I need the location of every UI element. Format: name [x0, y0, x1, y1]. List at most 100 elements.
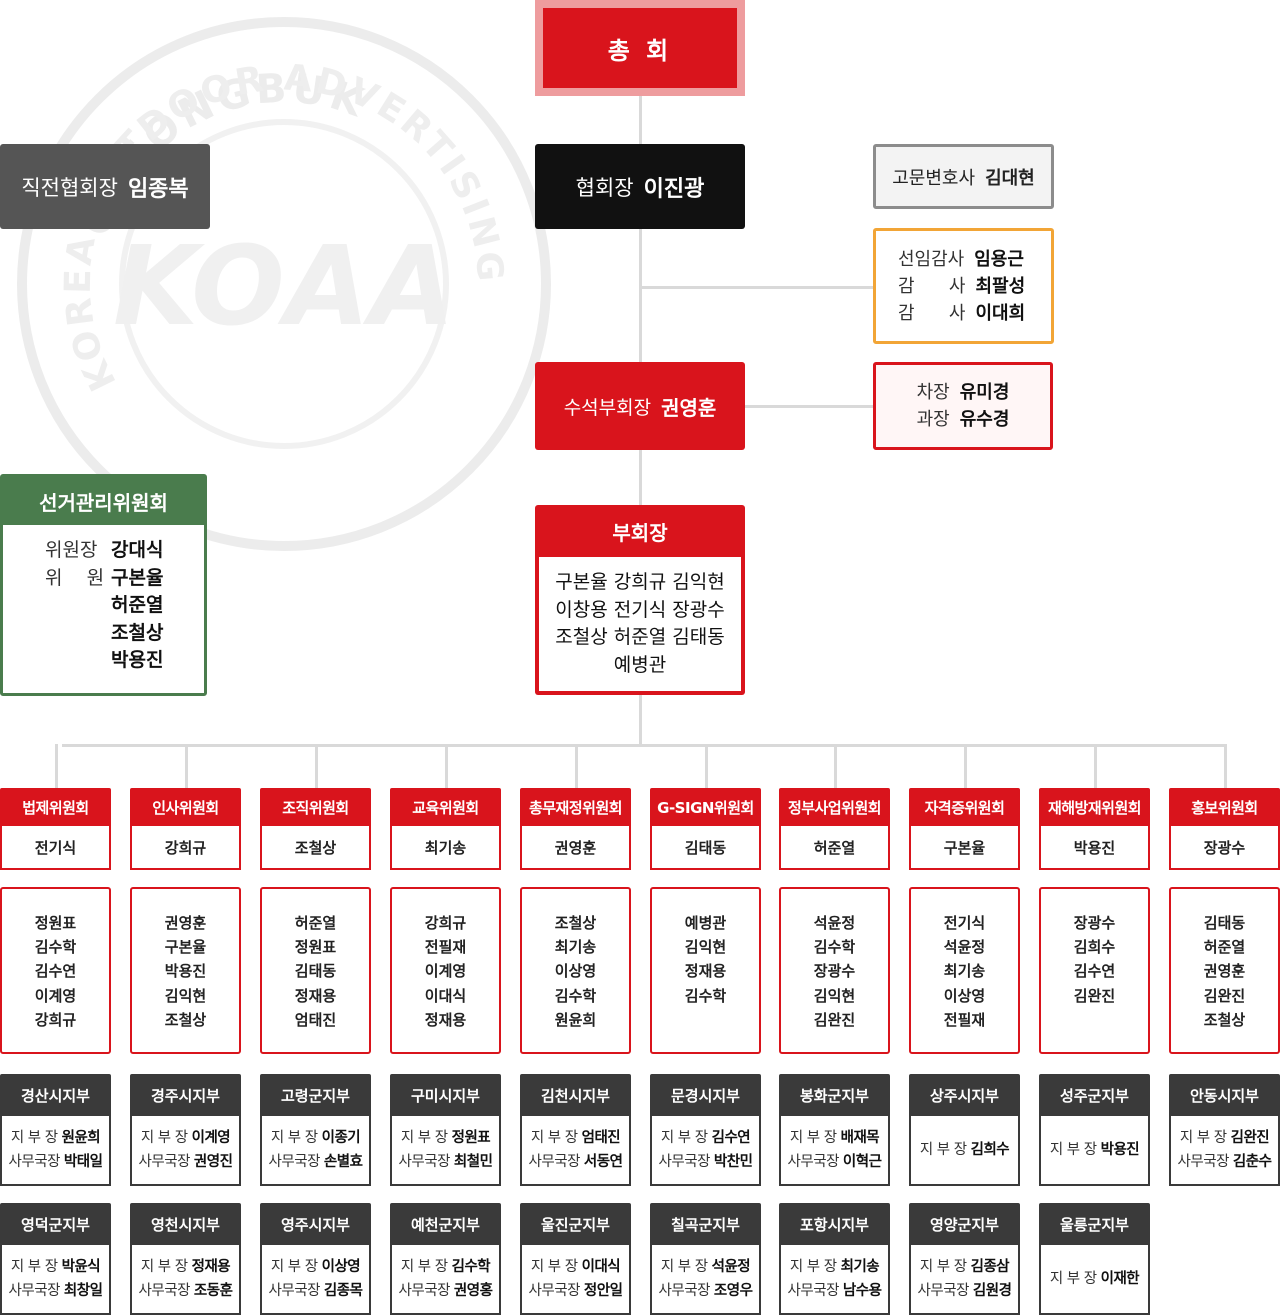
senior-vice-president-role: 수석부회장: [563, 396, 652, 419]
branch-head-name: 김종삼: [970, 1259, 1010, 1275]
branch-secretary-name: 남수용: [842, 1283, 882, 1299]
general-assembly-label: 총 회: [543, 8, 737, 88]
committee-member: 최기송: [554, 938, 597, 957]
committee-member: 허준열: [1203, 938, 1246, 957]
staff-role: 과장: [916, 409, 950, 430]
former-president-box: 직전협회장 임종복: [0, 144, 210, 229]
vice-presidents-list: 구본율 강희규 김익현 이창용 전기식 장광수 조철상 허준열 김태동 예병관: [539, 557, 741, 691]
committee-chair: 박용진: [1039, 826, 1150, 870]
auditor-row: 감 사 이대희: [898, 300, 1051, 327]
branch-secretary-name: 박태일: [63, 1154, 103, 1170]
connector-committee-drop: [834, 744, 837, 790]
branch-secretary-name: 이혁근: [842, 1154, 882, 1170]
branch-head-role: 지 부 장: [400, 1130, 448, 1146]
committee-member: 이상영: [943, 986, 986, 1005]
vice-presidents-line: 예병관: [613, 653, 667, 676]
branch-head-role: 지 부 장: [660, 1130, 708, 1146]
legal-advisor-box: 고문변호사 김대현: [873, 144, 1054, 209]
committee-member: 정재용: [424, 1010, 467, 1029]
connector-committee-drop: [185, 744, 188, 790]
branch-head-name: 이종기: [321, 1130, 361, 1146]
branch-name: 예천군지부: [390, 1203, 501, 1245]
branch-head-role: 지 부 장: [919, 1142, 967, 1158]
committee-member: 전기식: [943, 914, 986, 932]
branch-secretary-role: 사무국장: [268, 1283, 321, 1299]
connector-committee-drop: [1094, 744, 1097, 790]
connector-committee-drop: [1224, 744, 1227, 790]
branch-head-name: 엄태진: [581, 1130, 621, 1146]
auditor-name: 임용근: [974, 249, 1024, 270]
branch-name: 안동시지부: [1169, 1074, 1280, 1116]
branch-head-name: 이계영: [191, 1130, 231, 1146]
committee-member: 구본율: [164, 938, 207, 957]
staff-row: 과장 유수경: [917, 406, 1010, 433]
committee-chair: 강희규: [130, 826, 241, 870]
branch-head-name: 박용진: [1100, 1142, 1140, 1158]
committee-member: 전필재: [943, 1010, 986, 1029]
branch-name: 칠곡군지부: [650, 1203, 761, 1245]
branch-secretary-role: 사무국장: [917, 1283, 970, 1299]
branch-name: 경산시지부: [0, 1074, 111, 1116]
branch-secretary-name: 조동훈: [193, 1283, 233, 1299]
vice-presidents-title: 부회장: [612, 520, 668, 545]
vice-presidents-line: 이창용 전기식 장광수: [555, 598, 725, 621]
branch-head-name: 김희수: [970, 1142, 1010, 1158]
committee-name: 교육위원회: [390, 788, 501, 826]
committee-member: 김수학: [813, 938, 856, 957]
branch-head-role: 지 부 장: [1049, 1142, 1097, 1158]
branch-head-role: 지 부 장: [530, 1259, 578, 1275]
former-president-name: 임종복: [127, 176, 189, 202]
election-committee-title: 선거관리위원회: [3, 477, 204, 525]
auditor-name: 이대희: [975, 303, 1026, 324]
auditor-role: 감 사: [898, 303, 966, 324]
branch-head-role: 지 부 장: [660, 1259, 708, 1275]
general-assembly-box: 총 회: [535, 0, 745, 96]
committee-chair: 허준열: [779, 826, 890, 870]
committee-member: 김수학: [34, 938, 77, 957]
committee-chair: 구본율: [909, 826, 1020, 870]
committee-name: 총무재정위원회: [520, 788, 631, 826]
committee-member: 권영훈: [164, 914, 207, 932]
staff-name: 유수경: [959, 409, 1010, 430]
committee-chair: 장광수: [1169, 826, 1280, 870]
branch-head-role: 지 부 장: [10, 1130, 58, 1146]
committee-name: G-SIGN위원회: [650, 788, 761, 826]
committee-name: 재해방재위원회: [1039, 788, 1150, 826]
branch-secretary-name: 김원경: [972, 1283, 1012, 1299]
branch-head-role: 지 부 장: [400, 1259, 448, 1275]
committee-name: 인사위원회: [130, 788, 241, 826]
committee-member: 정원표: [34, 914, 77, 932]
committee-member: 장광수: [813, 962, 856, 981]
